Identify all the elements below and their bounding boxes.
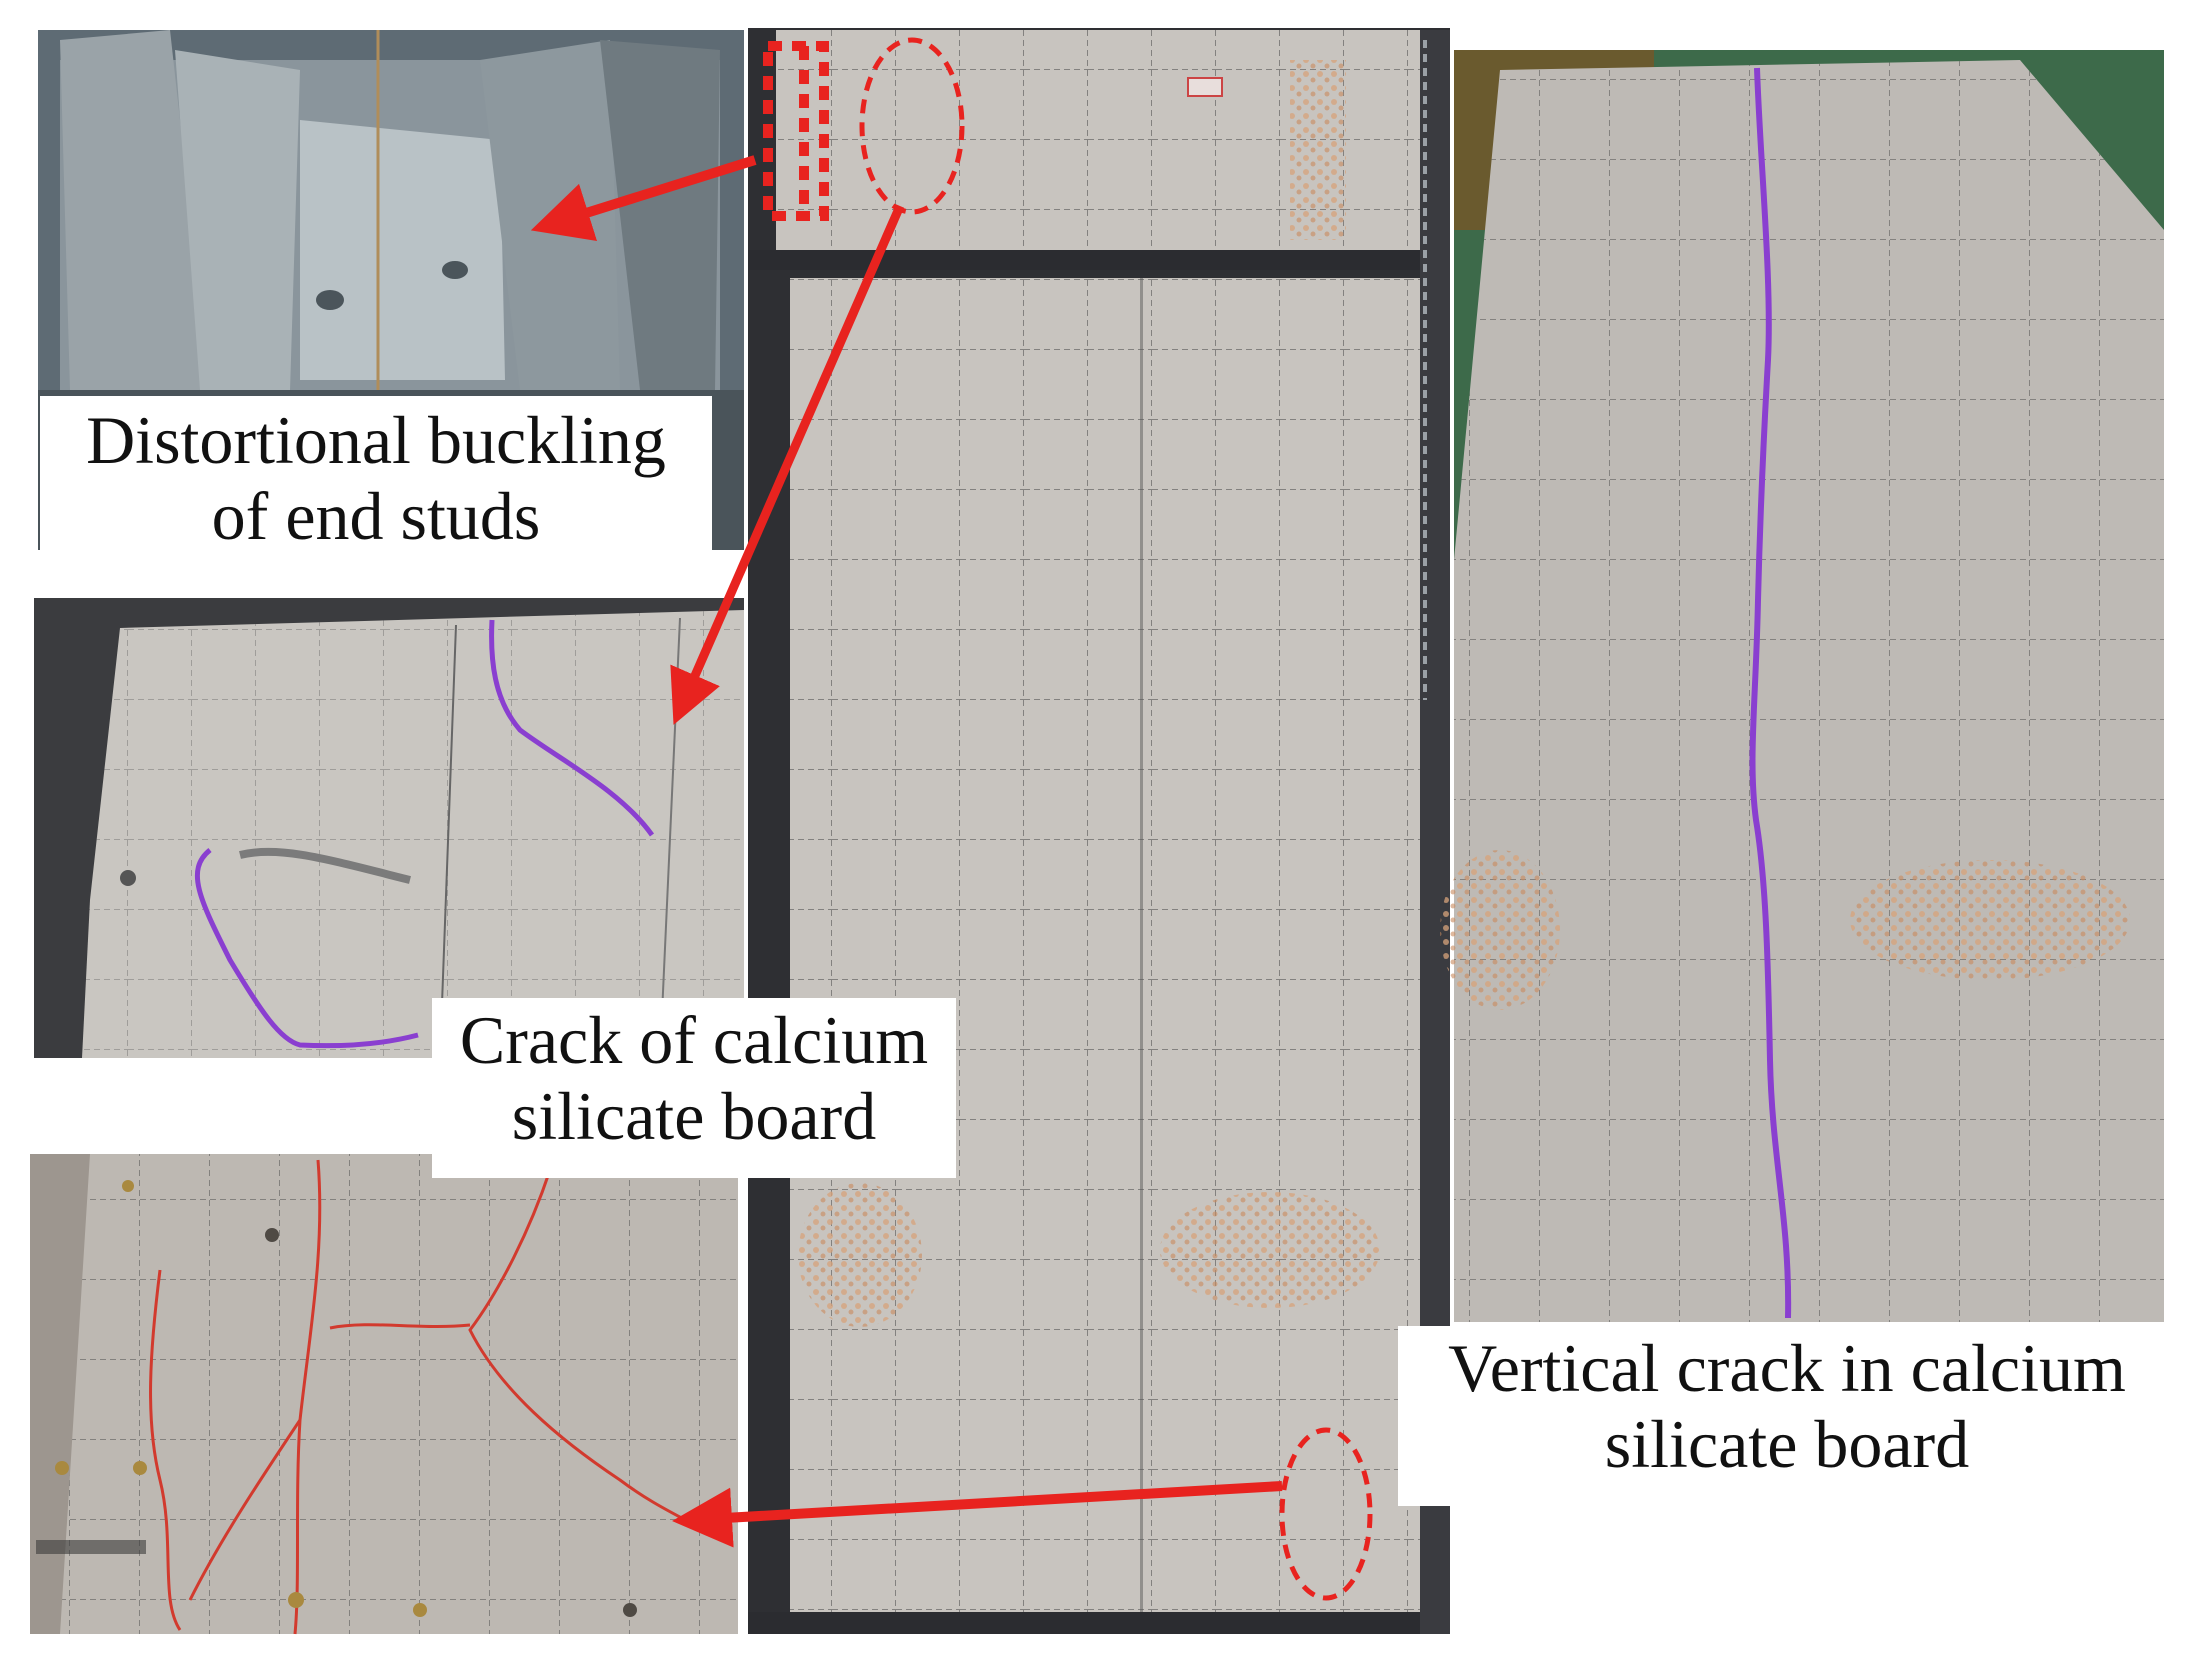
red-crack-traces-photo xyxy=(30,1154,738,1635)
vertical-crack-trace xyxy=(1749,67,1792,1319)
vertical-crack-photo xyxy=(1440,50,2164,1322)
red-crack-arrow xyxy=(672,1481,1283,1548)
board-crack-photo xyxy=(34,598,744,1059)
end-stud-buckling-caption: Distortional buckling of end studs xyxy=(40,396,712,562)
wall-panel-photo xyxy=(748,28,1450,1634)
vertical-crack-caption: Vertical crack in calcium silicate board xyxy=(1398,1326,2176,1506)
purple-crack-trace xyxy=(489,619,655,837)
purple-crack-trace xyxy=(194,848,419,1049)
board-crack-arrow xyxy=(670,204,905,725)
board-crack-caption: Crack of calcium silicate board xyxy=(432,998,956,1178)
top-crack-marker xyxy=(859,37,965,215)
buckling-arrow xyxy=(530,155,757,242)
bottom-crack-marker xyxy=(1279,1427,1373,1601)
